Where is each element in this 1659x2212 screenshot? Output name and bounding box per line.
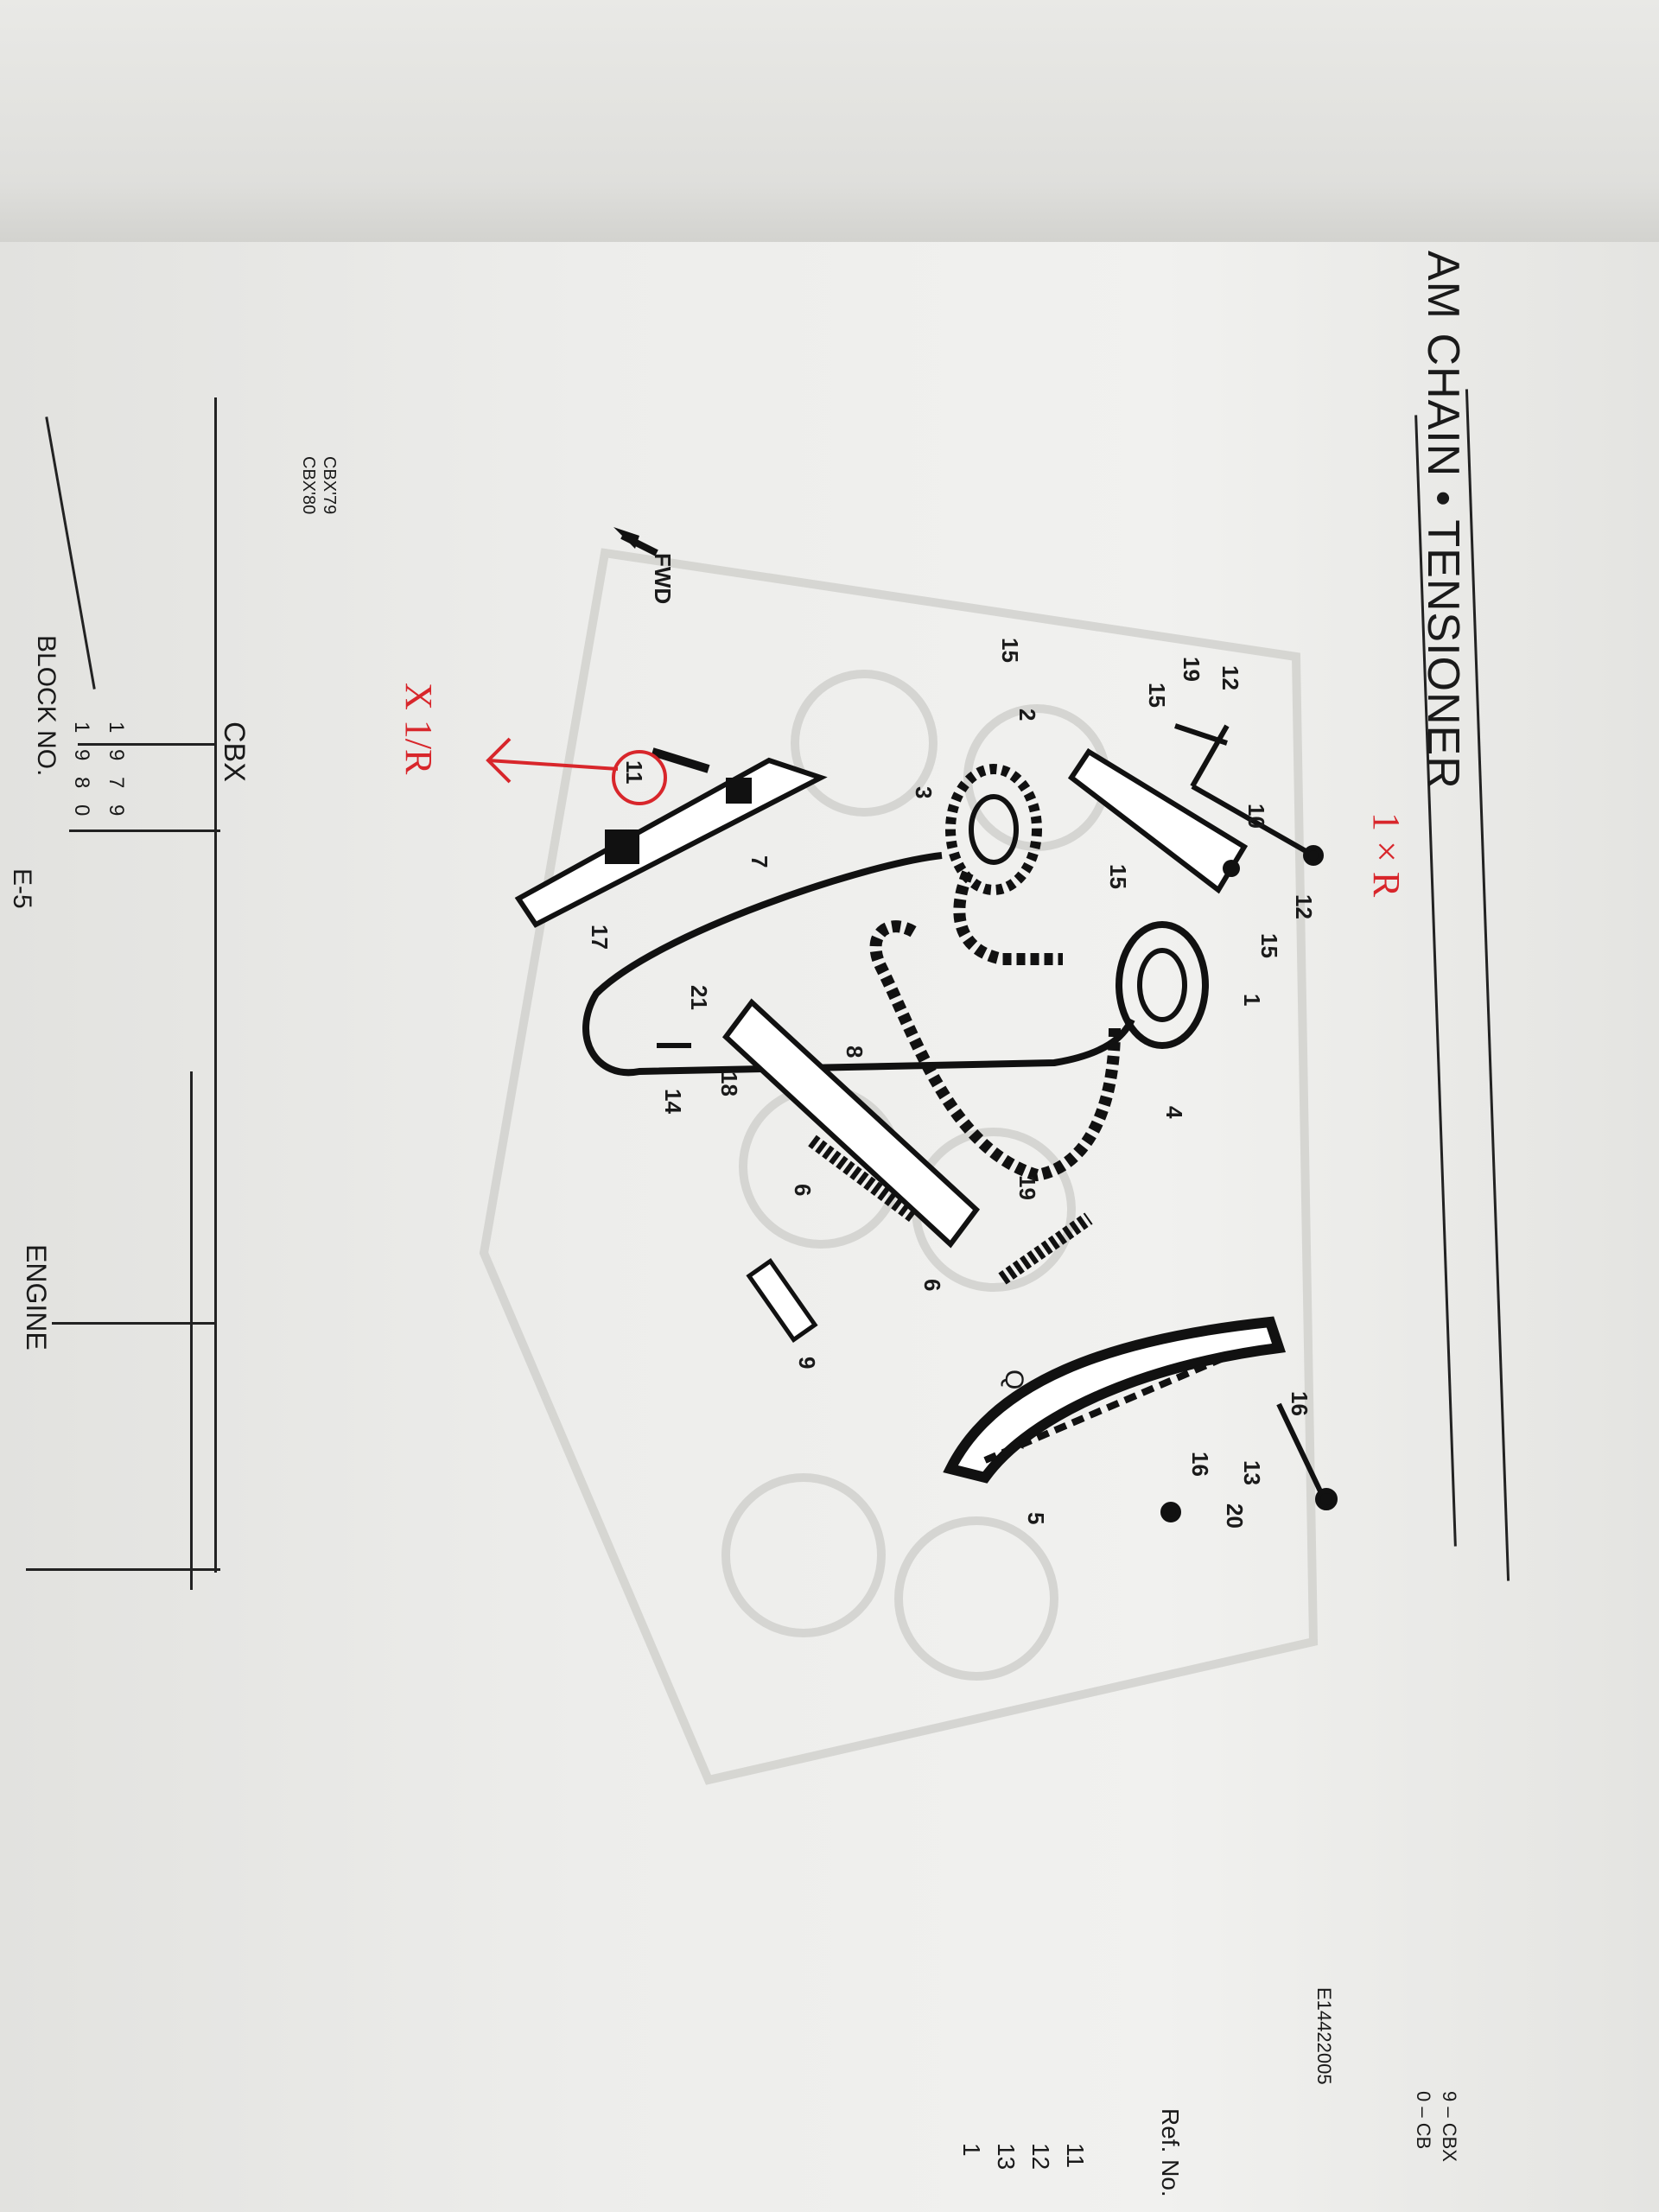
callout-12b: 12 bbox=[1291, 894, 1317, 919]
callout-9: 9 bbox=[794, 1357, 820, 1369]
callout-6b: 6 bbox=[919, 1279, 945, 1291]
callout-numbers: 1 2 3 4 5 6 6 7 8 9 10 11 12 12 13 14 15… bbox=[587, 638, 1317, 1529]
callout-21: 21 bbox=[686, 985, 712, 1010]
tensioner-arm bbox=[721, 998, 981, 1249]
chain-guide-lower bbox=[943, 1316, 1287, 1484]
callout-19a: 19 bbox=[1179, 657, 1205, 682]
cam-chain-loop bbox=[869, 920, 1121, 1182]
callout-1: 1 bbox=[1239, 994, 1265, 1006]
cam-sprocket bbox=[945, 764, 1042, 895]
frame-line-mid bbox=[190, 1071, 193, 1590]
fwd-arrow bbox=[613, 527, 658, 556]
callout-16a: 16 bbox=[1287, 1391, 1313, 1416]
tensioner-pin bbox=[746, 1258, 818, 1343]
callout-16b: 16 bbox=[1187, 1452, 1213, 1477]
callout-17: 17 bbox=[587, 925, 613, 950]
left-table-rule-4 bbox=[26, 1568, 220, 1571]
annotation-circle bbox=[612, 750, 667, 805]
chain-guide-upper bbox=[1067, 747, 1249, 894]
cam-chain-inner bbox=[953, 870, 1063, 965]
callout-2: 2 bbox=[1014, 709, 1040, 721]
previous-page-edge bbox=[0, 0, 1659, 259]
callout-14: 14 bbox=[660, 1089, 686, 1114]
callout-13: 13 bbox=[1239, 1460, 1265, 1485]
callout-18: 18 bbox=[716, 1071, 742, 1096]
tensioner-spring-1 bbox=[808, 1135, 920, 1224]
annotation-left: X 1/R bbox=[397, 683, 440, 775]
callout-15c: 15 bbox=[1105, 864, 1131, 889]
callout-15b: 15 bbox=[1144, 683, 1170, 708]
catalog-page: CBX'79 CBX'80 BLOCK NO. E-5 CBX 1 9 7 9 … bbox=[0, 242, 1659, 2212]
callout-11: 11 bbox=[621, 760, 647, 785]
cam-chain-outer bbox=[582, 852, 1135, 1077]
tensioner-spring-2 bbox=[998, 1212, 1093, 1285]
callout-12a: 12 bbox=[1217, 665, 1243, 690]
callout-3: 3 bbox=[911, 786, 937, 798]
callout-6a: 6 bbox=[790, 1184, 816, 1196]
callout-5: 5 bbox=[1023, 1512, 1049, 1524]
frame-line-left bbox=[214, 397, 217, 1573]
callout-7: 7 bbox=[747, 855, 772, 868]
callout-4: 4 bbox=[1161, 1106, 1187, 1119]
annotation-arrow-shaft bbox=[487, 759, 619, 771]
bolts bbox=[651, 723, 1338, 1522]
annotation-top: 1 × R bbox=[1365, 812, 1408, 898]
tensioner-slipper bbox=[514, 757, 828, 928]
handwritten-annotations: 1 × R X 1/R bbox=[397, 683, 1408, 898]
callout-15d: 15 bbox=[1256, 933, 1282, 958]
fwd-label: FWD bbox=[650, 553, 676, 604]
left-table-rule-3 bbox=[52, 1322, 216, 1325]
callout-15a: 15 bbox=[997, 638, 1023, 663]
left-table-rule-1 bbox=[78, 743, 216, 746]
left-table-rule-2 bbox=[69, 830, 220, 832]
callout-8: 8 bbox=[842, 1046, 868, 1058]
callout-10: 10 bbox=[1243, 804, 1269, 829]
callout-20: 20 bbox=[1222, 1503, 1248, 1529]
callout-19b: 19 bbox=[1014, 1175, 1040, 1200]
annotation-arrow-head bbox=[486, 737, 512, 784]
crank-sprocket bbox=[1116, 921, 1209, 1049]
